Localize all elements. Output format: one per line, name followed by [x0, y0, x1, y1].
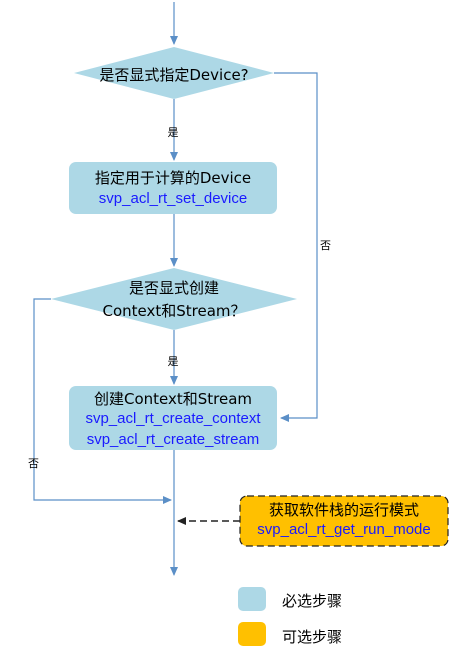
step1-title: 指定用于计算的Device [94, 169, 252, 187]
decision2-no-path [33, 298, 172, 504]
decision1-no-path [274, 72, 318, 422]
step2-api-create-context: svp_acl_rt_create_context [85, 410, 261, 427]
step-set-device-box [69, 162, 277, 214]
decision2-line2: Context和Stream？ [102, 302, 246, 320]
legend-required-label: 必选步骤 [282, 592, 343, 610]
decision-create-context-shape [51, 268, 297, 330]
optional-step-api: svp_acl_rt_get_run_mode [257, 521, 431, 538]
decision2-yes-label: 是 [167, 355, 179, 368]
decision2-no-label: 否 [28, 457, 39, 470]
legend-optional-swatch [238, 622, 266, 646]
step1-api: svp_acl_rt_set_device [98, 190, 248, 207]
decision-specify-device-shape [74, 47, 274, 99]
legend-required-swatch [238, 587, 266, 611]
decision1-yes-label: 是 [167, 126, 179, 139]
step2-title: 创建Context和Stream [93, 390, 253, 408]
step2-api-create-stream: svp_acl_rt_create_stream [86, 431, 260, 448]
step-create-context-box [69, 386, 277, 450]
decision2-line1: 是否显式创建 [128, 279, 220, 297]
optional-step-title: 获取软件栈的运行模式 [268, 501, 420, 519]
legend-optional-label: 可选步骤 [282, 628, 343, 646]
decision1-no-label: 否 [320, 239, 331, 252]
decision1-label: 是否显式指定Device? [99, 66, 249, 84]
